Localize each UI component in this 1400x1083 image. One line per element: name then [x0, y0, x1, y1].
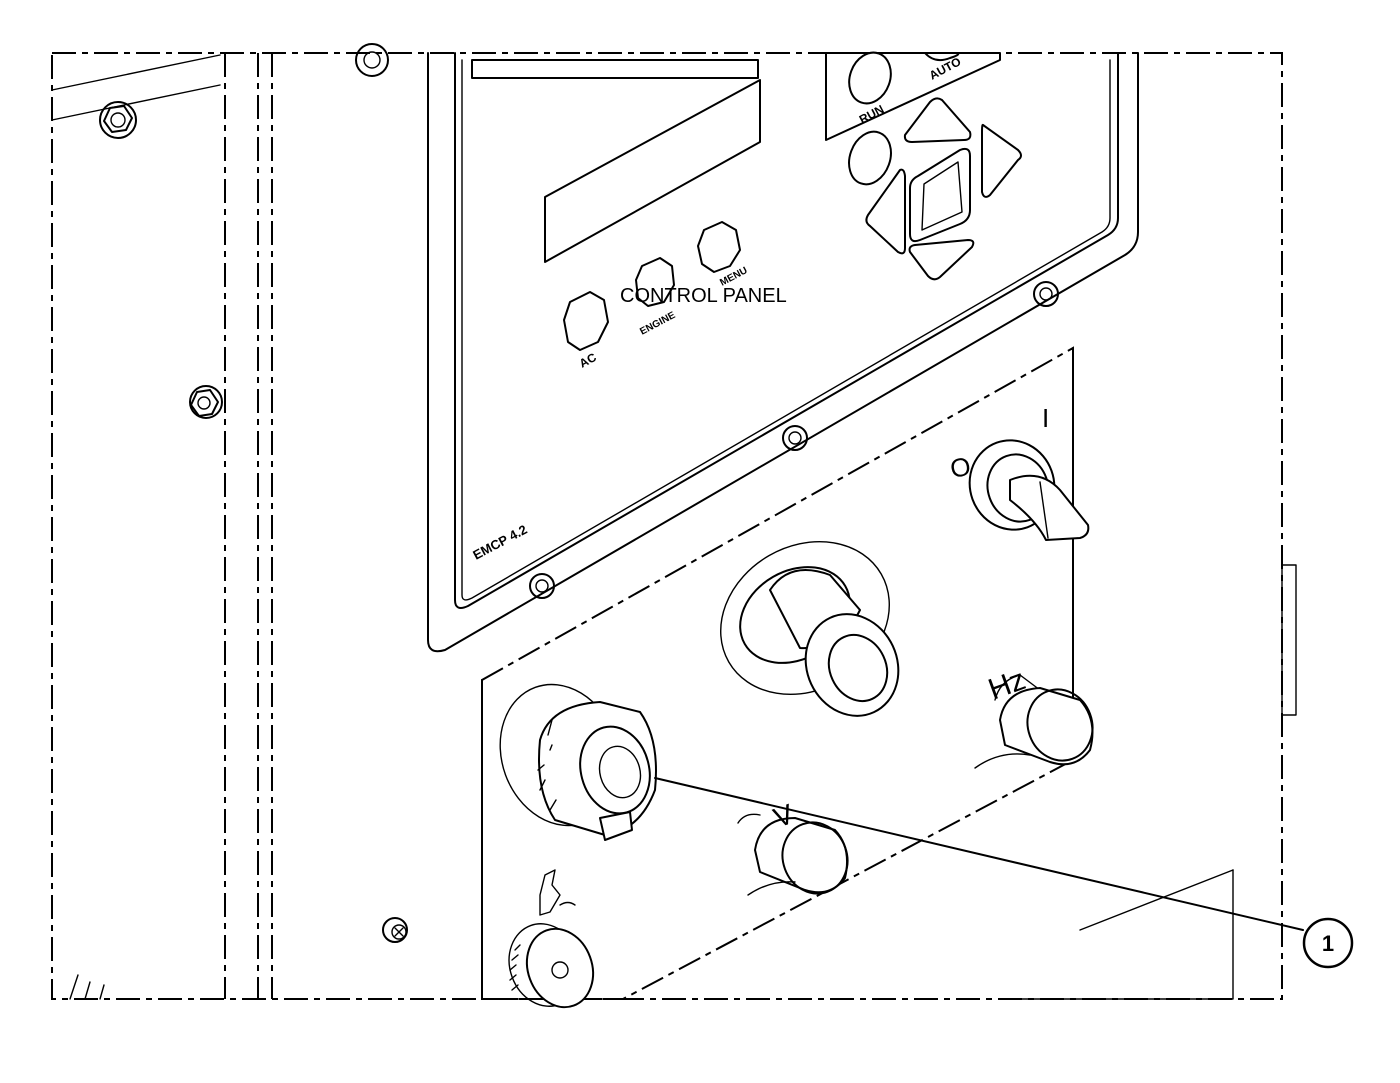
run-button-label: RUN: [857, 102, 887, 127]
run-button[interactable]: RUN: [842, 47, 897, 127]
hex-bolt: [189, 385, 223, 419]
hex-bolt: [99, 101, 137, 139]
lcd-screen: [471, 59, 761, 263]
emergency-stop-button[interactable]: [693, 512, 917, 731]
auto-button[interactable]: AUTO: [924, 52, 963, 83]
controller-model-label: EMCP 4.2: [470, 522, 529, 563]
arrow-left-button[interactable]: [865, 168, 906, 255]
enter-button[interactable]: [909, 147, 971, 243]
enclosure-outline: [51, 52, 1297, 1000]
hex-bolt: [355, 43, 389, 77]
speed-thumbwheel[interactable]: [498, 914, 604, 1017]
menu-button[interactable]: MENU: [697, 221, 749, 289]
keypad-button[interactable]: [842, 126, 898, 190]
circuit-breaker-knob[interactable]: [481, 668, 659, 843]
bezel-screw: [1033, 281, 1059, 307]
voltage-knob[interactable]: [737, 813, 857, 903]
frequency-knob[interactable]: [974, 674, 1102, 770]
arrow-down-button[interactable]: [908, 239, 975, 281]
ac-button-label: AC: [577, 350, 599, 371]
callout-leader-line: [654, 777, 1304, 931]
navigation-pad: [865, 97, 1022, 281]
bezel-screw: [529, 573, 555, 599]
keypad-frame: [825, 52, 1001, 141]
horn-symbol-icon: [539, 869, 576, 916]
switch-off-label: O: [948, 451, 973, 484]
controller-bezel: [427, 52, 1139, 653]
arrow-right-button[interactable]: [981, 123, 1022, 198]
control-panel-label: CONTROL PANEL: [620, 285, 787, 307]
ac-button[interactable]: AC: [563, 291, 609, 371]
callout-number: 1: [1322, 931, 1334, 956]
switch-on-label: I: [1042, 403, 1049, 433]
arrow-up-button[interactable]: [903, 97, 972, 143]
key-switch[interactable]: [957, 428, 1090, 541]
switch-panel-outline: [481, 346, 1074, 1000]
engine-button-label: ENGINE: [638, 310, 677, 338]
bezel-screw: [782, 425, 808, 451]
callout-bubble: 1: [1302, 917, 1354, 969]
panel-screw: [382, 917, 408, 943]
